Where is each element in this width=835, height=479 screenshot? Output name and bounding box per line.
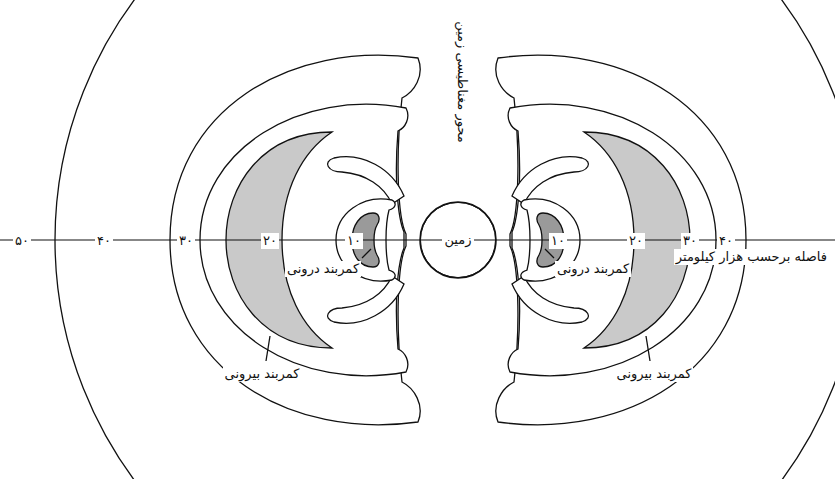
- belt-label: کمربند بیرونی: [223, 366, 302, 382]
- earth-label: زمین: [442, 232, 473, 248]
- belt-label: کمربند درونی: [555, 261, 631, 277]
- belt-label: کمربند بیرونی: [615, 366, 694, 382]
- belt-label-holder: کمربند درونی: [555, 259, 631, 277]
- scale-number: ۲۰: [261, 233, 279, 249]
- scale-number-holder: ۱۰: [345, 231, 363, 249]
- scale-number-holder: ۲۰: [627, 231, 645, 249]
- earth-circle: زمین: [420, 202, 496, 278]
- scale-number-holder: ۴۰: [95, 231, 113, 249]
- unit-label: فاصله برحسب هزار کیلومتر: [674, 249, 829, 265]
- scale-number: ۴۰: [95, 233, 113, 249]
- scale-number: ۵۰: [13, 233, 31, 249]
- scale-number-holder: ۴۰: [717, 231, 735, 249]
- distance-axis: [0, 239, 835, 240]
- leader-line: [266, 336, 270, 361]
- scale-number: ۳۰: [681, 233, 699, 249]
- leader-line: [362, 249, 371, 258]
- horn-contour: [328, 157, 404, 204]
- scale-number: ۳۰: [177, 233, 195, 249]
- scale-number-holder: ۲۰: [261, 231, 279, 249]
- scale-number-holder: ۵۰: [13, 231, 31, 249]
- axis-title: محور مغناطیسی زمین: [454, 19, 470, 145]
- belt-label: کمربند درونی: [285, 261, 361, 277]
- earth-outline: [420, 202, 496, 278]
- belt-label-holder: کمربند درونی: [285, 259, 361, 277]
- scale-number: ۱۰: [345, 233, 363, 249]
- scale-number-holder: ۳۰: [681, 231, 699, 249]
- scale-number: ۱۰: [549, 233, 567, 249]
- scale-number: ۲۰: [627, 233, 645, 249]
- scale-number: ۴۰: [717, 233, 735, 249]
- axis-title-holder: محور مغناطیسی زمین: [454, 19, 472, 145]
- horn-contour: [328, 276, 404, 323]
- belt-label-holder: کمربند بیرونی: [615, 364, 694, 382]
- unit-label-holder: فاصله برحسب هزار کیلومتر: [674, 247, 829, 265]
- scale-number-holder: ۱۰: [549, 231, 567, 249]
- belt-label-holder: کمربند بیرونی: [223, 364, 302, 382]
- scale-number-holder: ۳۰: [177, 231, 195, 249]
